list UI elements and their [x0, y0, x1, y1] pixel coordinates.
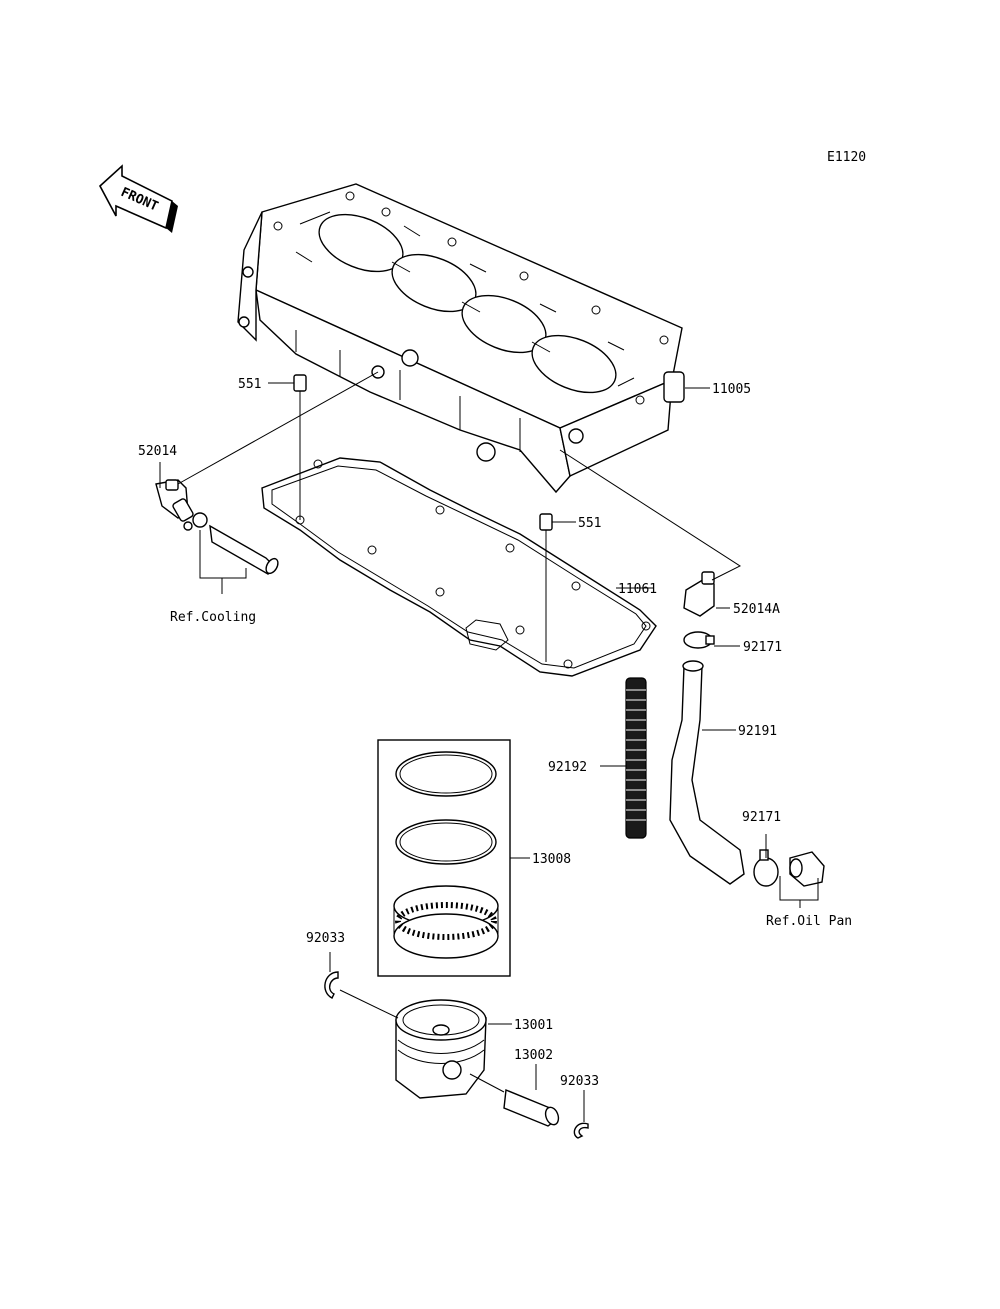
dowel-upper — [293, 374, 307, 392]
front-arrow-icon: FRONT — [99, 164, 178, 233]
piston-pin — [503, 1089, 560, 1127]
callout-circlip-left: 92033 — [306, 931, 345, 946]
callout-dowel-upper: 551 — [238, 377, 261, 392]
oil-hose — [669, 660, 745, 885]
callout-gasket: 11061 — [618, 582, 657, 597]
head-gasket — [261, 457, 657, 677]
callout-piston: 13001 — [514, 1018, 553, 1033]
callout-cylinder: 11005 — [712, 382, 751, 397]
ref-cooling: Ref.Cooling — [170, 610, 256, 625]
clamp-upper — [683, 631, 715, 649]
piston — [395, 999, 487, 1099]
callout-fitting-right: 52014A — [733, 602, 780, 617]
oil-pan-fitting — [789, 851, 825, 887]
clamp-left — [183, 512, 208, 531]
callout-circlip-right: 92033 — [560, 1074, 599, 1089]
callout-piston-pin: 13002 — [514, 1048, 553, 1063]
leader-lines — [159, 371, 819, 1122]
fitting-left — [155, 479, 194, 522]
callout-hose-wrapped: 92192 — [548, 760, 587, 775]
fitting-right — [683, 571, 715, 617]
callout-clamp-upper: 92171 — [743, 640, 782, 655]
cylinder-block — [237, 183, 685, 494]
callout-hose: 92191 — [738, 724, 777, 739]
cooling-hose — [209, 524, 279, 575]
diagram-code: E1120 — [827, 150, 866, 165]
ring-set — [393, 751, 499, 959]
callout-clamp-lower: 92171 — [742, 810, 781, 825]
ref-oil-pan: Ref.Oil Pan — [766, 914, 852, 929]
callout-ring-set: 13008 — [532, 852, 571, 867]
circlip-left — [324, 971, 339, 999]
dowel-lower — [539, 513, 553, 531]
circlip-right — [573, 1122, 589, 1139]
callout-fitting-left: 52014 — [138, 444, 177, 459]
hose-wrapped — [625, 677, 647, 839]
callout-dowel-lower: 551 — [578, 516, 601, 531]
